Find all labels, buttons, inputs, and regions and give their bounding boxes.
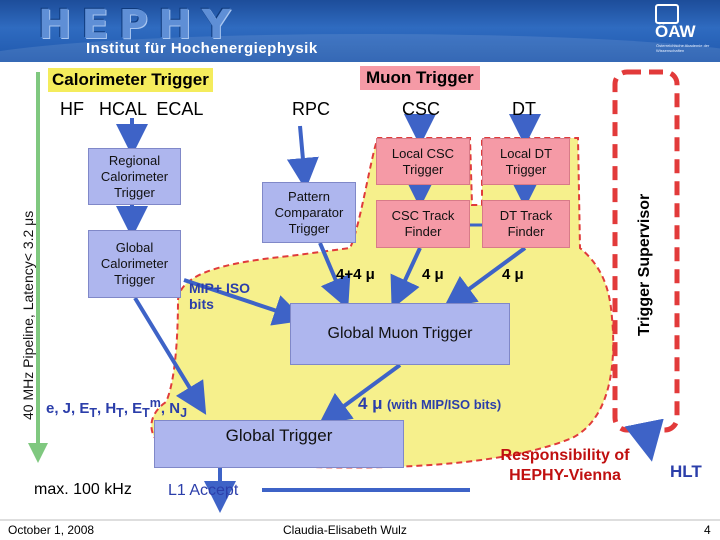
- calorimeter-output-label: e, J, ET, HT, ETm, NJ: [46, 396, 187, 420]
- arrow-pattern-to-gmt: [318, 242, 351, 310]
- header-banner: HEPHY Institut für Hochenergiephysik ÖAW…: [0, 0, 720, 62]
- local-dt-trigger-box: Local DT Trigger: [482, 138, 570, 185]
- mip-iso-bits-label: MIP+ ISO bits: [189, 280, 251, 312]
- footer-date: October 1, 2008: [8, 523, 95, 537]
- dt-label: DT: [512, 99, 536, 119]
- global-muon-trigger-box: Global Muon Trigger: [290, 303, 510, 365]
- responsibility-label: Responsibility of HEPHY-Vienna: [500, 447, 630, 484]
- dt-muon-count: 4 μ: [502, 266, 524, 283]
- oaw-logo: ÖAW: [655, 22, 696, 41]
- calo-output-h: , H: [97, 400, 117, 417]
- oaw-emblem-icon: [655, 4, 679, 24]
- muon-trigger-title: Muon Trigger: [360, 66, 480, 90]
- muon-output-main: 4 μ: [358, 394, 383, 413]
- arrow-calo-to-gmt: [183, 278, 306, 326]
- csc-label: CSC: [402, 99, 441, 119]
- arrow-supervisor-to-hlt: [624, 418, 664, 462]
- calo-output-sub-t2: T: [116, 406, 124, 420]
- calo-output-sup-m: m: [149, 396, 161, 410]
- muon-output-label: 4 μ (with MIP/ISO bits): [358, 394, 501, 414]
- calo-output-sub-t3: T: [142, 406, 150, 420]
- arrow-rpc-to-pattern: [286, 125, 319, 190]
- hlt-label: HLT: [670, 462, 702, 481]
- rpc-muon-count: 4+4 μ: [336, 266, 375, 283]
- latency-label: 40 MHz Pipeline, Latency< 3.2 μs: [20, 210, 36, 420]
- csc-muon-count: 4 μ: [422, 266, 444, 283]
- dt-track-finder-box: DT Track Finder: [482, 200, 570, 248]
- l1-accept-label: L1 Accept: [168, 482, 239, 499]
- arrow-dtfinder-to-gmt: [443, 246, 527, 308]
- local-csc-trigger-box: Local CSC Trigger: [376, 138, 470, 185]
- arrow-global-calo-to-gt: [133, 296, 207, 415]
- arrow-gmt-to-gt: [318, 363, 402, 425]
- muon-output-note: (with MIP/ISO bits): [387, 397, 502, 412]
- global-trigger-box: Global Trigger: [154, 420, 404, 468]
- calo-output-sub-t: T: [89, 406, 97, 420]
- calorimeter-trigger-title: Calorimeter Trigger: [48, 68, 213, 92]
- footer-page-number: 4: [704, 523, 711, 537]
- hephy-logo: HEPHY: [38, 2, 241, 48]
- calo-output-main: e, J, E: [46, 400, 90, 417]
- institute-name: Institut für Hochenergiephysik: [86, 40, 318, 57]
- arrow-cscfinder-to-gmt: [390, 247, 422, 310]
- csc-track-finder-box: CSC Track Finder: [376, 200, 470, 248]
- calo-output-sub-j: J: [180, 406, 188, 420]
- rpc-label: RPC: [292, 99, 331, 119]
- calorimeter-detectors: HF HCAL ECAL: [60, 99, 204, 119]
- calo-output-et: , E: [123, 400, 143, 417]
- global-calorimeter-trigger-box: Global Calorimeter Trigger: [88, 230, 181, 298]
- pattern-comparator-trigger-box: Pattern Comparator Trigger: [262, 182, 356, 243]
- trigger-supervisor-label: Trigger Supervisor: [636, 193, 653, 336]
- footer-author: Claudia-Elisabeth Wulz: [283, 523, 407, 537]
- regional-calorimeter-trigger-box: Regional Calorimeter Trigger: [88, 148, 181, 205]
- calo-output-nj: , N: [160, 400, 181, 417]
- max-rate-label: max. 100 kHz: [34, 481, 132, 498]
- oaw-subtext: Österreichische Akademie der Wissenschaf…: [656, 43, 710, 53]
